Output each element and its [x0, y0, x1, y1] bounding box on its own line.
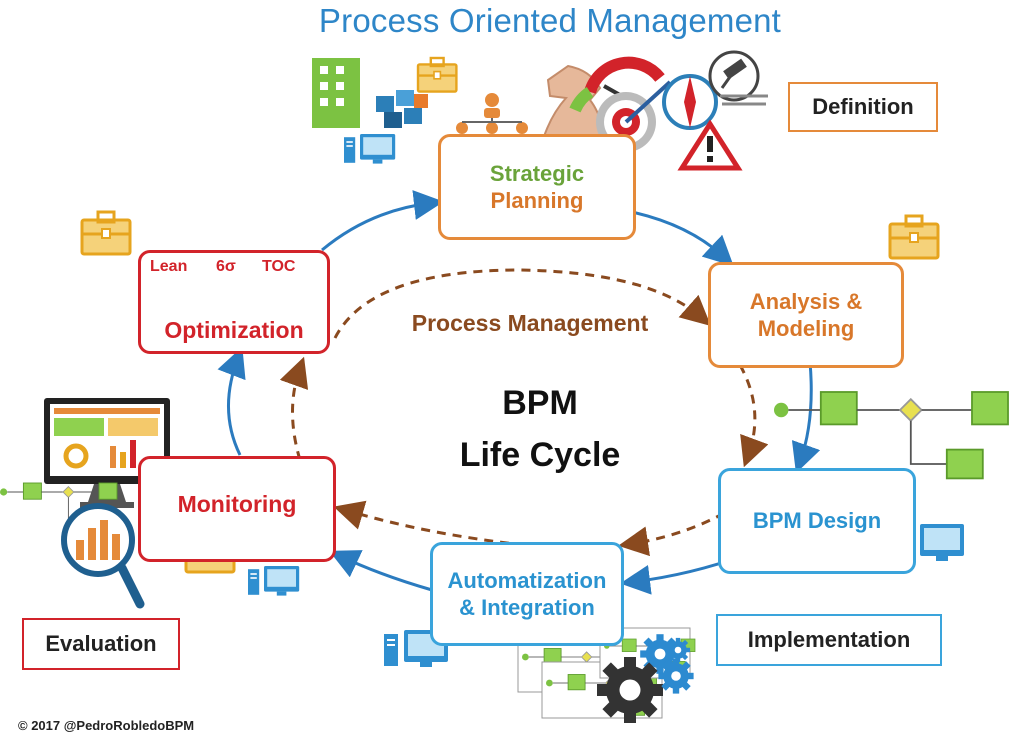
phase-evaluation: Evaluation: [22, 618, 180, 670]
center-title-line1: BPM: [502, 384, 578, 422]
stage-bpm-design: BPM Design: [718, 468, 916, 574]
magnifier-chart-icon: [61, 503, 145, 609]
copyright-text: © 2017 @PedroRobledoBPM: [18, 718, 195, 733]
stage-label-line1: Monitoring: [177, 490, 297, 517]
arrow-monitoring-to-optimization: [217, 346, 246, 456]
stage-label-line2: Modeling: [757, 316, 855, 341]
stage-label-line1: BPM Design: [752, 508, 882, 534]
arrow-analysis-to-design: [791, 361, 821, 474]
phase-definition: Definition: [788, 82, 938, 132]
compass-icon: [662, 74, 718, 130]
stage-optimization: Optimization: [138, 250, 330, 354]
stage-label-line2: Planning: [490, 188, 584, 213]
briefcase-icon: [80, 210, 132, 256]
page-title: Process Oriented Management: [318, 2, 782, 39]
briefcase-icon: [416, 56, 458, 93]
stage-label-line1: Automatization: [447, 567, 607, 593]
stage-automatization-integration: Automatization & Integration: [430, 542, 624, 646]
warning-icon: [677, 119, 743, 171]
stage-label-line1: Strategic: [489, 160, 585, 186]
process-flow-icon: [773, 391, 1009, 480]
gear-icon: [658, 658, 694, 694]
tool-label-lean: Lean: [150, 258, 188, 275]
arrow-automation-to-monitoring: [329, 550, 433, 592]
gear-icon: [597, 657, 663, 723]
briefcase-icon: [888, 214, 940, 260]
document-lines-icon: [720, 94, 768, 106]
stage-strategic-planning: Strategic Planning: [438, 134, 636, 240]
tool-label-six-sigma: 6σ: [216, 258, 236, 275]
computer-icon: [248, 566, 300, 596]
phase-implementation: Implementation: [716, 614, 942, 666]
stage-analysis-modeling: Analysis & Modeling: [708, 262, 904, 368]
stage-label-line2: & Integration: [459, 595, 595, 620]
cubes-icon: [376, 90, 428, 128]
stage-label-line1: Analysis &: [749, 288, 863, 314]
stage-monitoring: Monitoring: [138, 456, 336, 562]
inner-loop-label: Process Management: [411, 310, 649, 336]
center-title-line2: Life Cycle: [459, 436, 621, 474]
arrow-strategic-to-analysis: [631, 210, 734, 267]
gavel-icon: [708, 50, 760, 102]
tool-label-toc: TOC: [262, 258, 296, 275]
stage-label-line1: Optimization: [164, 317, 304, 344]
computer-icon: [344, 134, 396, 164]
arrow-optimization-to-strategic: [321, 190, 444, 252]
